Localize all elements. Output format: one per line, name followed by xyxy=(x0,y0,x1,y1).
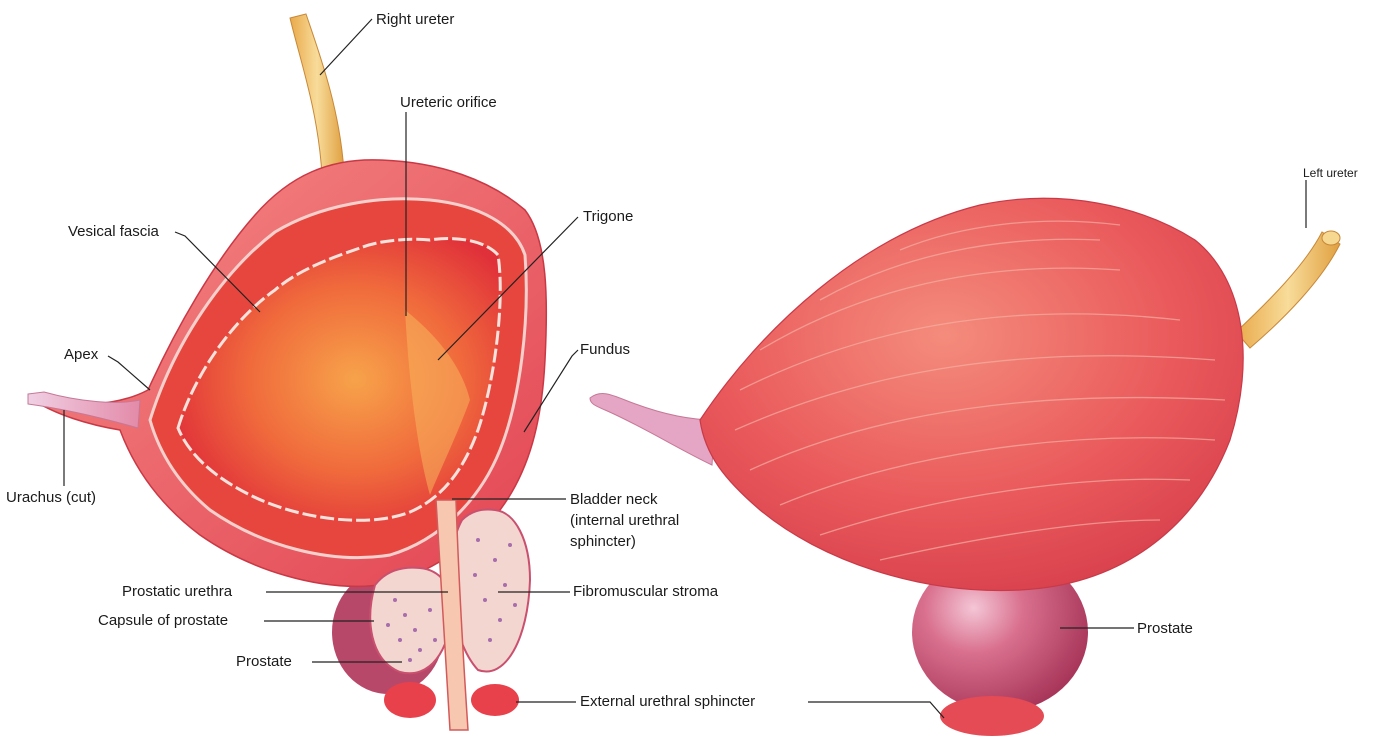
prostate-section xyxy=(370,568,452,674)
label-left-ureter: Left ureter xyxy=(1303,164,1358,183)
label-bladder-neck-1: Bladder neck xyxy=(570,490,658,509)
left-ureter-end xyxy=(1322,231,1340,245)
external-sphincter-left xyxy=(384,682,436,718)
label-prostatic-urethra: Prostatic urethra xyxy=(122,582,232,601)
label-fundus: Fundus xyxy=(580,340,630,359)
label-vesical-fascia: Vesical fascia xyxy=(68,222,159,241)
label-bladder-neck-3: sphincter) xyxy=(570,532,636,551)
label-urachus-cut: Urachus (cut) xyxy=(6,488,96,507)
label-ureteric-orifice: Ureteric orifice xyxy=(400,93,497,112)
label-external-urethral-sphincter: External urethral sphincter xyxy=(580,692,755,711)
external-sphincter-right xyxy=(940,696,1044,736)
label-fibromuscular-stroma: Fibromuscular stroma xyxy=(573,582,718,601)
label-right-ureter: Right ureter xyxy=(376,10,454,29)
label-apex: Apex xyxy=(64,345,98,364)
leader-right-ureter xyxy=(320,19,372,75)
label-capsule-of-prostate: Capsule of prostate xyxy=(98,611,228,630)
leader-external-sphincter-right xyxy=(808,702,944,718)
external-sphincter-left-b xyxy=(471,684,519,716)
urachus-right xyxy=(590,394,715,465)
label-prostate-left: Prostate xyxy=(236,652,292,671)
bladder-external xyxy=(700,198,1243,590)
label-prostate-right: Prostate xyxy=(1137,619,1193,638)
left-ureter xyxy=(1236,232,1340,348)
label-bladder-neck-2: (internal urethral xyxy=(570,511,679,530)
leader-apex xyxy=(108,356,150,390)
right-ureter xyxy=(290,14,344,175)
label-trigone: Trigone xyxy=(583,207,633,226)
